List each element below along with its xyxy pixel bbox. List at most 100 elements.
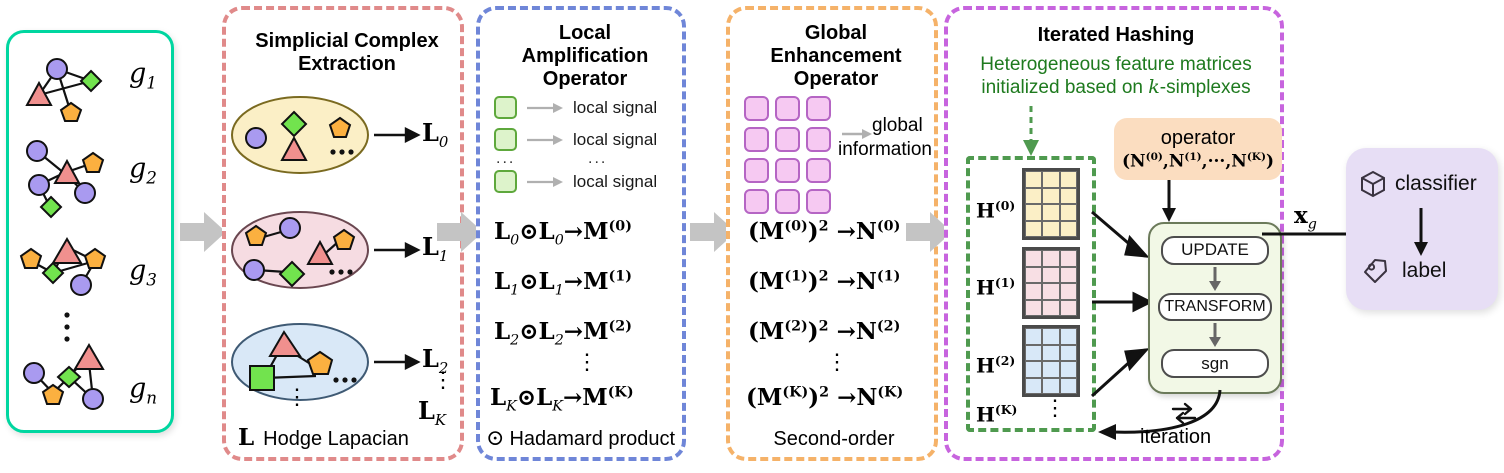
note-line-1: Heterogeneous feature matrices — [980, 54, 1252, 75]
global-equation-K: (M(K))2 →N(K) — [746, 384, 904, 411]
laplacian-output-K: LK — [418, 396, 446, 429]
laplacian-output-2: L2 — [422, 344, 449, 377]
signal-swatch-icon — [494, 170, 517, 193]
connector-arrow-2 — [437, 210, 483, 254]
title-line-1: Global — [804, 22, 868, 44]
feature-matrix-vdots: ⋮ — [1044, 396, 1066, 421]
title-line-2: Amplification — [521, 45, 649, 67]
local-signal-row-1: local signal — [494, 96, 657, 119]
input-graph-set-panel: g1 g2 g3 gn — [6, 30, 174, 433]
title-line-1: Local — [558, 22, 612, 44]
global-cell — [775, 189, 800, 214]
local-equation-0: L0⊙L0→M(0) — [494, 218, 632, 249]
local-equation-2: L2⊙L2→M(2) — [494, 318, 632, 349]
graph-embedding-label: xg — [1294, 202, 1317, 233]
local-ellipsis-left: ... — [496, 150, 516, 167]
local-equation-K: LK⊙LK→M(K) — [490, 384, 634, 415]
global-cell — [744, 189, 769, 214]
process-step-transform: TRANSFORM — [1158, 292, 1272, 322]
connector-arrow-1 — [180, 210, 226, 254]
global-cell — [744, 96, 769, 121]
graph-label-2: g2 — [129, 153, 157, 188]
panel-title-local: Local Amplification Operator — [484, 22, 686, 91]
title-line-1: Simplicial Complex — [255, 30, 439, 52]
classifier-label: classifier — [1395, 172, 1477, 195]
laplacian-output-1: L1 — [422, 232, 449, 265]
global-cell — [775, 96, 800, 121]
feature-matrices-container — [966, 156, 1096, 432]
graph-label-n: gn — [129, 373, 158, 408]
title-line-2: Enhancement — [770, 45, 902, 67]
cube-icon — [1361, 170, 1385, 198]
label-row: label — [1362, 258, 1446, 284]
global-annotation-line-2: information — [838, 138, 932, 160]
local-signal-label: local signal — [573, 171, 658, 191]
arrow-right-icon — [527, 102, 563, 113]
graph-samples-svg — [19, 58, 107, 410]
feature-matrix-1 — [1022, 247, 1080, 319]
global-enhancement-operator-panel: Global Enhancement Operator global infor… — [726, 6, 938, 461]
connector-arrow-3 — [690, 210, 736, 254]
hadamard-legend: ⊙ Hadamard product — [486, 426, 675, 451]
local-signal-label: local signal — [573, 129, 658, 149]
process-step-sgn: sgn — [1161, 349, 1269, 379]
label-label: label — [1402, 259, 1447, 282]
signal-swatch-icon — [494, 96, 517, 119]
panel-title-hashing: Iterated Hashing — [1037, 24, 1195, 46]
global-square-grid — [744, 96, 831, 214]
local-vdots: ⋮ — [576, 350, 598, 375]
loop-icon — [1171, 402, 1197, 425]
iteration-feedback-arrow-icon — [1098, 389, 1222, 440]
local-amplification-operator-panel: Local Amplification Operator local signa… — [476, 6, 686, 461]
feature-matrix-label-2: H(2) — [976, 353, 1016, 378]
gray-arrow-icon — [180, 212, 226, 252]
process-step-update: UPDATE — [1161, 236, 1269, 265]
gray-arrow-icon — [437, 212, 483, 252]
classifier-to-label-arrow-icon — [1414, 208, 1428, 256]
legend-text-hodge: Hodge Lapacian — [263, 428, 409, 450]
gray-arrow-icon — [690, 212, 736, 252]
global-vdots: ⋮ — [826, 350, 848, 375]
feature-matrix-2 — [1022, 325, 1080, 397]
global-cell — [744, 158, 769, 183]
hash-process-box: UPDATE TRANSFORM sgn — [1148, 222, 1282, 394]
operator-args: (N(0),N(1),···,N(K)) — [1122, 150, 1274, 172]
init-arrow-icon — [1023, 106, 1039, 156]
heterogeneous-init-note: Heterogeneous feature matrices initializ… — [950, 54, 1282, 100]
global-equation-2: (M(2))2 →N(2) — [748, 318, 901, 345]
arrow-right-icon — [527, 176, 563, 187]
local-ellipsis-right: ... — [588, 150, 608, 167]
tag-icon — [1364, 259, 1387, 283]
feature-matrix-label-K: H(K) — [976, 402, 1018, 427]
signal-swatch-icon — [494, 128, 517, 151]
global-cell — [775, 158, 800, 183]
arrow-right-icon — [527, 134, 563, 145]
simplicial-complex-extraction-panel: Simplicial Complex Extraction — [222, 6, 464, 461]
global-cell — [806, 127, 831, 152]
title-line-2: Extraction — [298, 53, 396, 75]
global-cell — [744, 127, 769, 152]
global-annotation-line-1: global — [872, 115, 923, 136]
global-cell — [806, 96, 831, 121]
arrow-right-icon — [842, 129, 872, 139]
title-line-3: Operator — [793, 68, 879, 90]
local-signal-row-2: local signal — [494, 128, 657, 151]
graph-label-3: g3 — [129, 255, 157, 290]
global-equation-0: (M(0))2 →N(0) — [748, 218, 901, 245]
legend-symbol-L: L — [238, 424, 255, 451]
local-equation-1: L1⊙L1→M(1) — [494, 268, 632, 299]
global-cell — [806, 189, 831, 214]
operator-box: operator (N(0),N(1),···,N(K)) — [1114, 118, 1282, 180]
global-cell — [806, 158, 831, 183]
feature-matrix-0 — [1022, 168, 1080, 240]
note-line-2: initialized based on k-simplexes — [981, 76, 1251, 99]
legend-symbol-hadamard-icon: ⊙ — [486, 426, 505, 451]
global-cell — [775, 127, 800, 152]
legend-text-hadamard: Hadamard product — [509, 428, 676, 450]
simplicial-levels-svg — [231, 96, 421, 401]
feature-to-process-arrows — [1090, 210, 1154, 398]
feature-matrix-label-1: H(1) — [976, 275, 1016, 300]
operator-title: operator — [1160, 126, 1236, 149]
global-equation-1: (M(1))2 →N(1) — [748, 268, 901, 295]
